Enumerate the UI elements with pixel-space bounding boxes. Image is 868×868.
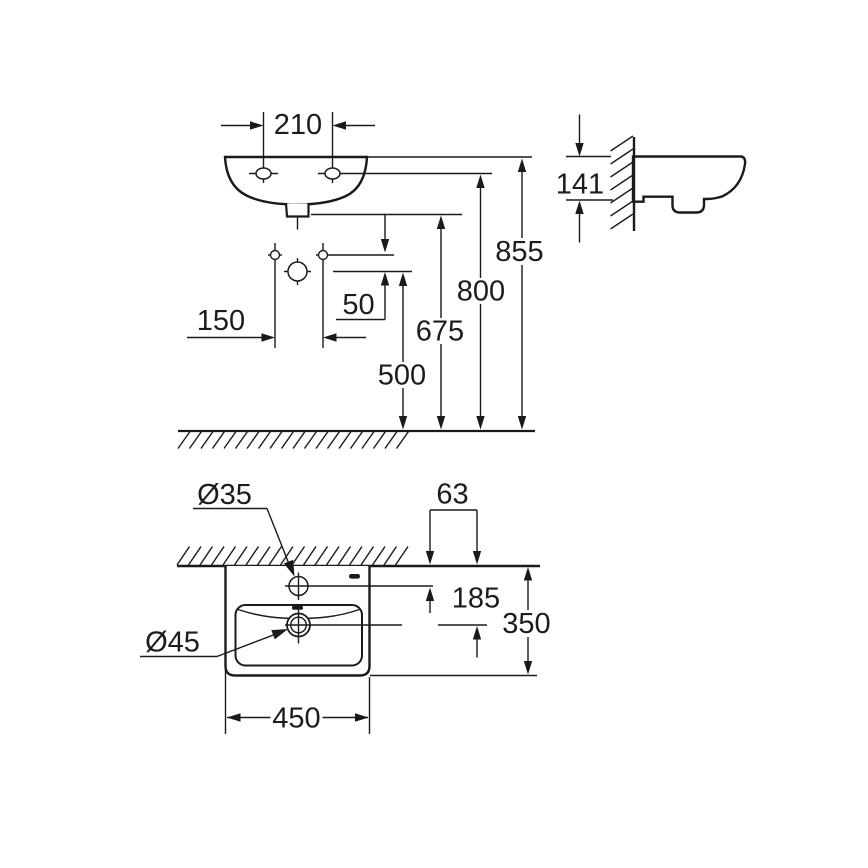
- tap-fixing-hole-left: [255, 167, 272, 180]
- arrowhead: [398, 416, 408, 430]
- dim-675-label: 675: [416, 316, 464, 348]
- arrowhead: [472, 626, 482, 640]
- arrowhead: [575, 143, 584, 157]
- plan-view: Ø35 Ø45 63 185 350 450: [140, 479, 553, 735]
- label-line-breaks-plan: [270, 610, 553, 731]
- arrowhead: [436, 416, 446, 430]
- arrowhead: [380, 239, 390, 253]
- floor-hatch: [177, 431, 410, 449]
- brand-logo-mark: [349, 574, 360, 579]
- arrowhead: [425, 551, 435, 565]
- wall-drill-hole-right: [317, 249, 329, 261]
- arrowhead: [355, 713, 369, 722]
- arrowhead: [523, 567, 533, 581]
- dim-63-label: 63: [436, 479, 468, 511]
- dimension-arrowheads: [227, 121, 584, 722]
- tap-fixing-hole-right: [324, 167, 341, 180]
- dim-150-label: 150: [197, 305, 245, 337]
- arrowhead: [332, 121, 346, 130]
- waste-outlet-hole: [287, 261, 308, 282]
- side-view: 141: [556, 114, 747, 243]
- dim-450-label: 450: [272, 703, 320, 735]
- dim-185-label: 185: [452, 583, 500, 615]
- arrowhead: [476, 416, 485, 430]
- plan-view-dimension-lines: [140, 507, 537, 734]
- dim-800-label: 800: [457, 276, 505, 308]
- arrowhead: [380, 272, 390, 286]
- dim-210-label: 210: [274, 109, 322, 141]
- overflow-slot: [292, 606, 303, 610]
- arrowhead: [517, 416, 527, 430]
- arrowhead: [227, 713, 241, 722]
- dim-50-label: 50: [342, 289, 374, 321]
- plan-wall-hatch: [176, 546, 409, 566]
- arrowhead: [523, 661, 533, 675]
- arrowhead: [472, 551, 482, 565]
- arrowhead: [250, 121, 264, 130]
- arrowhead: [398, 272, 408, 286]
- arrowhead: [425, 587, 435, 601]
- side-wall-hatch: [610, 135, 634, 230]
- wall-drill-hole-left: [269, 249, 281, 261]
- label-line-breaks-front: [376, 238, 546, 388]
- waste-stub-front: [284, 203, 310, 218]
- arrowhead: [323, 333, 337, 342]
- tap-hole-diameter-label: Ø35: [197, 479, 252, 511]
- side-view-dimension-lines: [566, 114, 613, 243]
- dim-141-label: 141: [556, 169, 604, 201]
- arrowhead: [283, 559, 295, 577]
- dim-855-label: 855: [495, 236, 543, 268]
- drain-diameter-label: Ø45: [145, 627, 200, 659]
- dim-500-label: 500: [378, 360, 426, 392]
- front-view: 210 150 50 500 675 800 855: [177, 109, 546, 449]
- basin-front-outline: [223, 155, 369, 206]
- arrowhead: [476, 174, 485, 188]
- arrowhead: [517, 158, 527, 172]
- dim-350-label: 350: [502, 608, 550, 640]
- arrowhead: [261, 333, 275, 342]
- basin-side-profile: [631, 155, 747, 214]
- arrowhead: [575, 200, 584, 214]
- arrowhead: [271, 629, 288, 640]
- arrowhead: [436, 215, 446, 229]
